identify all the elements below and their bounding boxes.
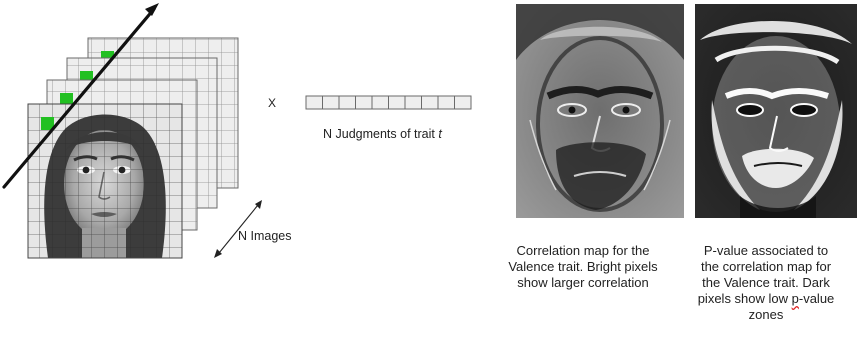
pvalue-caption: P-value associated to the correlation ma…: [680, 243, 852, 323]
n-images-arrow: [214, 200, 262, 258]
pvalue-caption-line-4a: pixels show low: [697, 291, 792, 306]
face-image-front: [27, 103, 183, 259]
pvalue-caption-line-5: zones: [748, 307, 784, 322]
correlation-caption: Correlation map for the Valence trait. B…: [508, 243, 658, 290]
pvalue-caption-line-1: P-value associated to: [703, 243, 829, 258]
pvalue-caption-line-3: the Valence trait. Dark: [702, 275, 830, 290]
n-images-label: N Images: [238, 229, 292, 243]
pvalue-caption-line-4b: -value: [798, 291, 835, 306]
correlation-map-image: [516, 4, 684, 218]
image-stack: [2, 3, 239, 259]
judgments-label-prefix: N Judgments of trait: [323, 127, 439, 141]
pvalue-caption-line-4: pixels show low p-value: [680, 291, 852, 307]
pvalue-map-image: [695, 4, 857, 218]
judgments-label-trait: t: [438, 127, 442, 141]
pixel-arrow: [2, 3, 159, 189]
pvalue-caption-line-2: the correlation map for: [700, 259, 832, 274]
judgments-vector: [305, 95, 472, 110]
judgments-label: N Judgments of trait t: [323, 127, 442, 141]
multiply-sign: X: [268, 96, 277, 110]
pvalue-spellcheck-word: p: [791, 291, 799, 306]
